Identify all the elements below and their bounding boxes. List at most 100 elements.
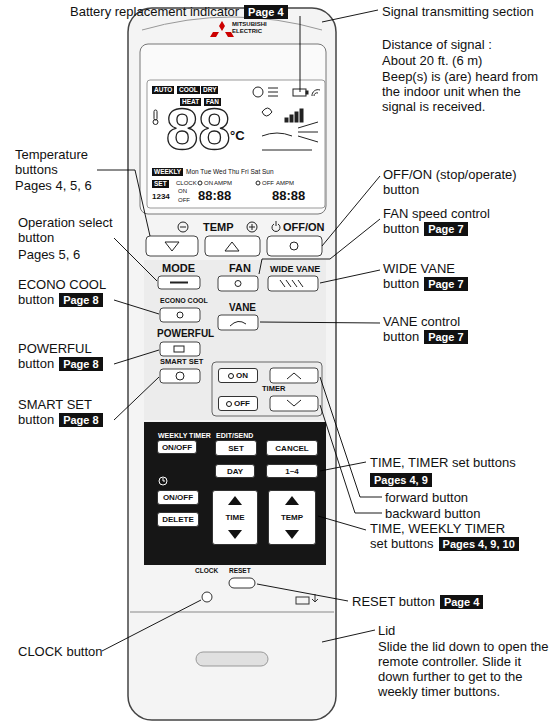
button-text: DAY <box>227 467 243 476</box>
lcd-tag: DRY <box>201 86 218 94</box>
rocker-button: TEMP <box>268 490 316 545</box>
remote-button: EDIT/SENDSET <box>215 440 257 456</box>
page-reference: Pages 4, 9 <box>374 474 428 486</box>
lcd-tag: AUTO <box>152 86 174 94</box>
button-text: HEAT <box>182 98 199 105</box>
lcd-icon <box>293 89 306 96</box>
leader-line <box>322 630 375 642</box>
button-panel <box>144 260 326 420</box>
page-reference: Pages 4, 9, 10 <box>443 538 515 550</box>
page-badge: Page 4 <box>440 595 483 609</box>
lcd-icon <box>298 122 318 142</box>
button-text: AUTO <box>154 86 172 93</box>
button-text: FAN <box>206 98 219 105</box>
lcd-icon <box>285 118 288 122</box>
leader-line <box>114 300 159 314</box>
lcd-text: ON <box>204 180 213 187</box>
lid <box>130 612 334 666</box>
button-panel <box>287 400 301 406</box>
lcd-clock: 88:88 <box>272 188 305 203</box>
lcd-tag: FAN <box>204 98 221 106</box>
page-reference: Page 4 <box>248 6 283 18</box>
button-text: WEEKLY <box>154 168 181 175</box>
leader-line <box>114 238 157 281</box>
brand-name: MITSUBISHI ELECTRIC <box>232 21 278 35</box>
lcd-icon <box>300 109 303 122</box>
button-panel <box>158 276 200 289</box>
leader-line <box>320 270 380 283</box>
button-panel <box>268 276 318 291</box>
callout-text: Lid <box>378 623 395 638</box>
leader-line <box>260 322 380 323</box>
button-text: ON/OFF <box>163 493 193 502</box>
page-badge: Page 4 <box>244 5 287 19</box>
page-reference: Page 7 <box>428 331 463 343</box>
button-text: SET <box>154 180 167 187</box>
page-badge: Pages 4, 9 <box>370 473 432 487</box>
button-panel <box>174 346 184 352</box>
leader-line <box>259 219 380 274</box>
lcd-tag: WEEKLY <box>152 168 183 176</box>
display-frame <box>140 44 326 214</box>
temp-buttons <box>247 222 257 232</box>
button-panel <box>160 369 200 383</box>
button-label: WIDE VANE <box>270 264 320 274</box>
lcd-tag: HEAT <box>180 98 201 106</box>
button-label: FAN <box>229 262 251 275</box>
page-reference: Page 7 <box>428 278 463 290</box>
lid <box>130 612 334 613</box>
weekly-panel <box>163 478 165 481</box>
leader-line <box>114 350 159 364</box>
callout-text: CLOCK button <box>18 644 103 659</box>
button-heading: EDIT/SEND <box>216 432 253 440</box>
lcd-text: OFF <box>262 180 274 187</box>
temp-buttons <box>267 236 322 256</box>
lower-controls <box>229 578 255 588</box>
lcd-text: 1234 <box>152 192 170 201</box>
lcd-icon <box>256 181 260 185</box>
lcd-text: AMPM <box>276 180 294 187</box>
button-label: ECONO COOL <box>160 297 208 305</box>
page-badge: Pages 4, 9, 10 <box>439 537 519 551</box>
button-text: COOL <box>179 86 198 93</box>
lcd-icon <box>198 181 202 185</box>
page-badge: Page 8 <box>59 413 102 427</box>
callout-text: Temperature buttons <box>15 147 107 177</box>
button-label: TEMP <box>203 221 234 234</box>
lid <box>196 652 268 666</box>
button-label: CLOCK <box>195 567 218 575</box>
button-panel <box>235 281 241 287</box>
remote-button: OFF <box>218 396 258 411</box>
remote-button: DAY <box>215 464 255 478</box>
button-text: TEMP <box>281 513 303 522</box>
leader-line <box>257 584 348 601</box>
lcd-unit: °C <box>230 128 245 143</box>
remote-button: ON <box>218 368 258 383</box>
temp-buttons <box>225 242 239 251</box>
lcd-icon <box>312 90 320 96</box>
lcd-clock: 88:88 <box>198 188 231 203</box>
button-heading: WEEKLY TIMER <box>158 432 211 440</box>
page-badge: Page 7 <box>424 330 467 344</box>
lcd-icon <box>262 150 312 151</box>
rocker-button: TIME <box>212 490 258 545</box>
button-label: POWERFUL <box>157 328 214 340</box>
button-panel <box>230 321 246 326</box>
callout-text: Operation select button <box>18 215 113 245</box>
leader-line <box>114 377 159 420</box>
leader-line <box>320 462 366 471</box>
button-label: MODE <box>162 262 195 275</box>
button-label: OFF/ON <box>283 221 325 234</box>
lcd-icon <box>268 88 278 96</box>
callout-text: RESET button <box>352 594 435 609</box>
display-frame <box>147 80 325 208</box>
temp-buttons <box>249 224 255 230</box>
button-panel <box>218 315 258 330</box>
button-panel <box>160 342 200 356</box>
leader-line <box>300 16 301 92</box>
callout-text: backward button <box>385 506 480 521</box>
lcd-digits: 88 <box>166 100 231 158</box>
lcd-icon <box>262 133 292 136</box>
weekly-panel <box>144 422 326 565</box>
leader-line <box>322 10 378 22</box>
